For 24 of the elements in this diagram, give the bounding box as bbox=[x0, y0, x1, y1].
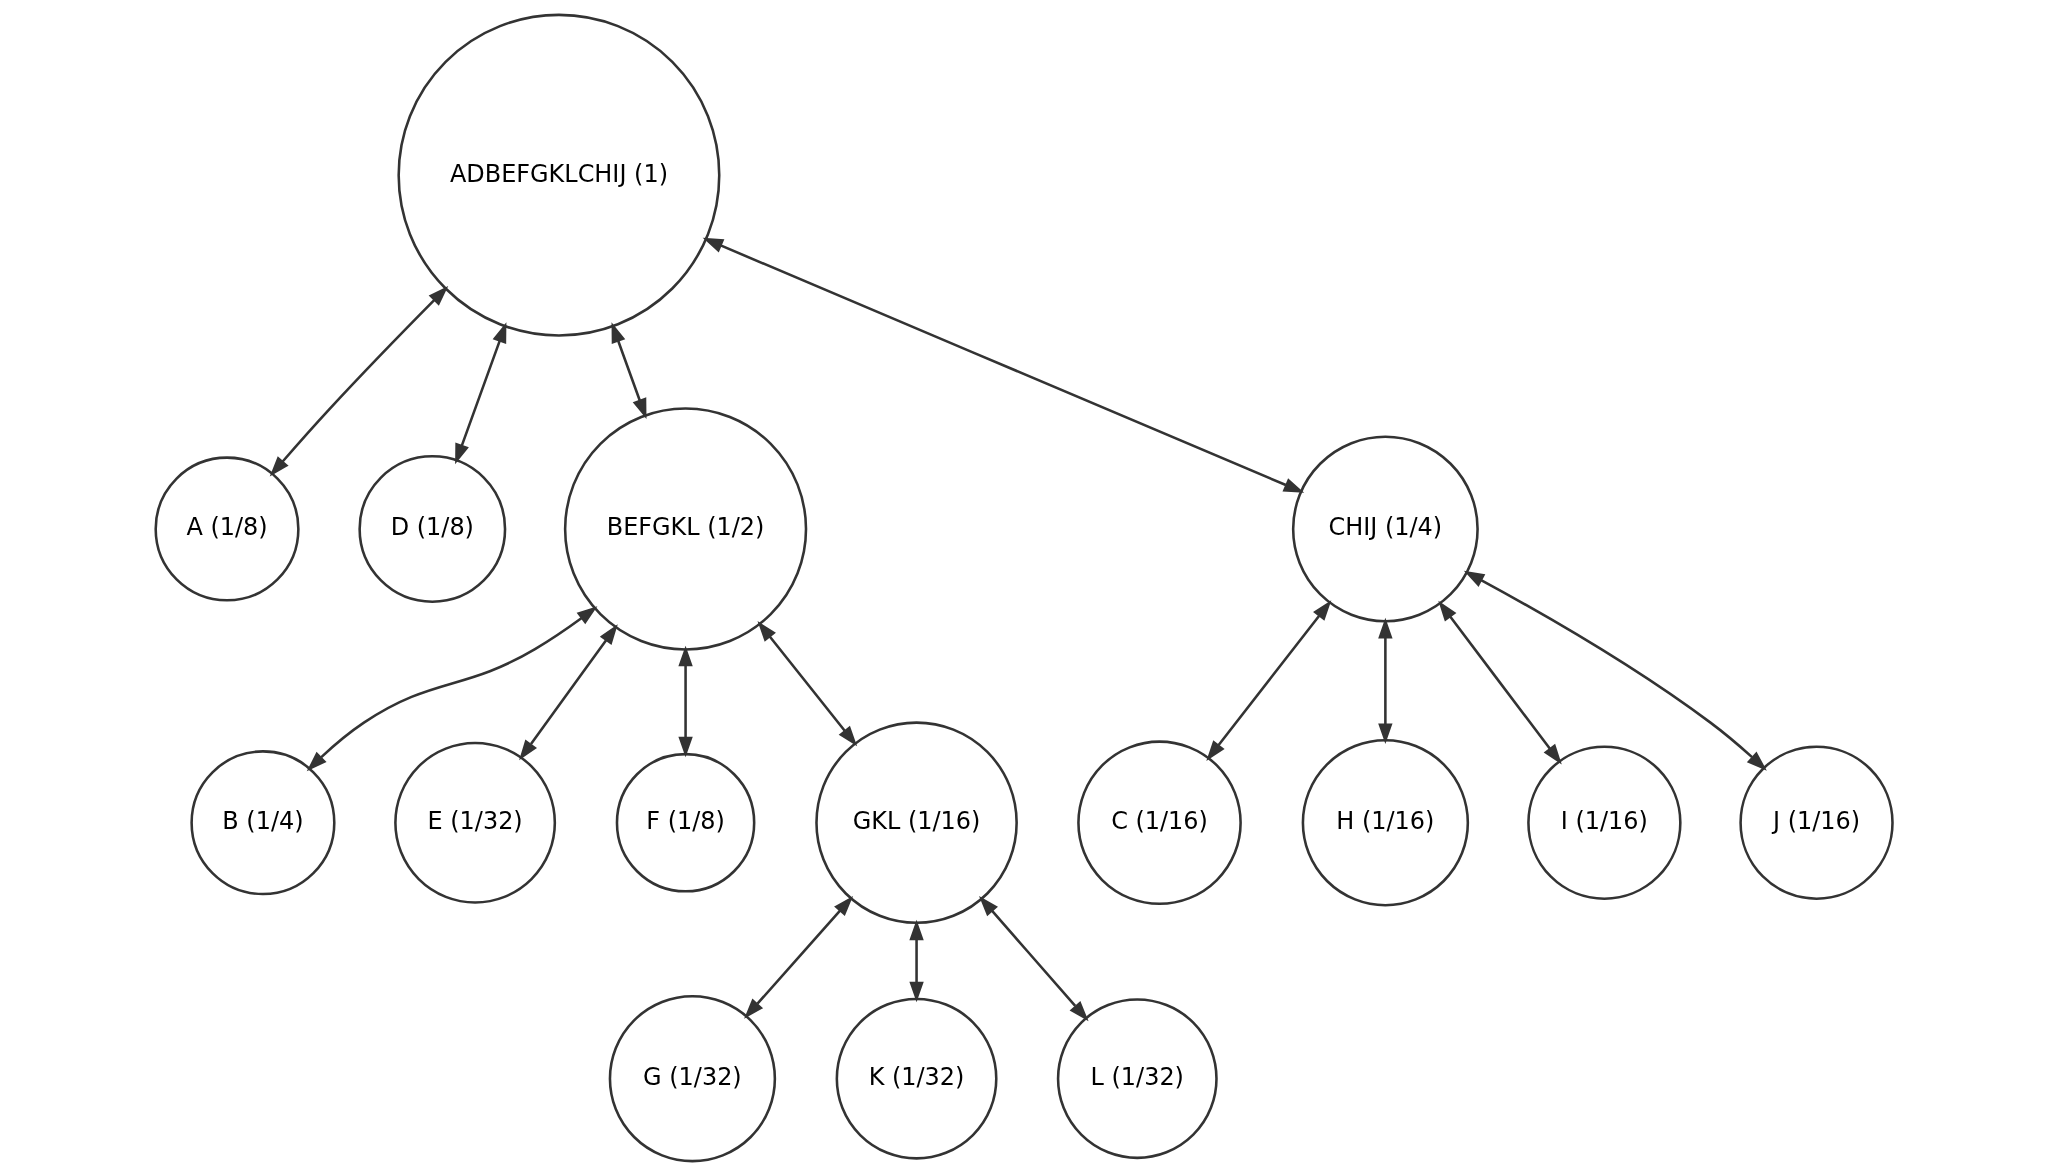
arrow bbox=[1438, 600, 1562, 765]
node-circle: G (1/32) bbox=[608, 994, 777, 1163]
node-circle: GKL (1/16) bbox=[815, 721, 1018, 925]
arrow bbox=[519, 624, 618, 761]
arrow bbox=[1378, 617, 1393, 744]
arrow bbox=[702, 237, 1305, 493]
arrow bbox=[1463, 570, 1767, 771]
node-circle: J (1/16) bbox=[1739, 745, 1894, 900]
arrow bbox=[455, 322, 507, 465]
arrow bbox=[678, 645, 693, 758]
node-circle: F (1/8) bbox=[615, 752, 756, 893]
node-circle: BEFGKL (1/2) bbox=[563, 407, 808, 651]
arrow bbox=[611, 322, 647, 420]
node-circle: K (1/32) bbox=[835, 997, 998, 1160]
arrow bbox=[909, 919, 924, 1003]
arrow bbox=[979, 895, 1089, 1022]
arrow bbox=[744, 895, 854, 1019]
node-circle: H (1/16) bbox=[1301, 739, 1470, 907]
arrow bbox=[757, 621, 858, 747]
node-circle: ADBEFGKLCHIJ (1) bbox=[397, 13, 721, 337]
arrow bbox=[306, 606, 598, 772]
node-circle: D (1/8) bbox=[358, 455, 507, 603]
arrow bbox=[1206, 600, 1332, 761]
arrow bbox=[269, 285, 449, 477]
